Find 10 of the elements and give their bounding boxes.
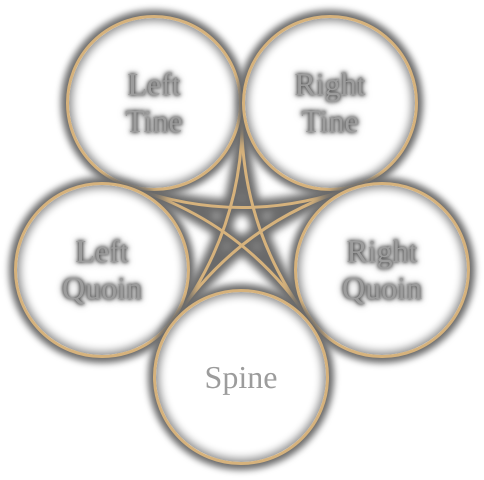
circle-node bbox=[66, 15, 242, 191]
circle-node bbox=[242, 15, 418, 191]
circle-label: Right Quoin bbox=[342, 233, 422, 307]
circle-node bbox=[294, 182, 470, 358]
circle-label: Left Tine bbox=[125, 66, 183, 140]
circle-label: Left Quoin bbox=[62, 233, 142, 307]
circle-label: Right Tine bbox=[294, 66, 366, 140]
circle-label: Spine bbox=[204, 358, 278, 396]
circle-node bbox=[153, 289, 329, 465]
circle-node bbox=[14, 182, 190, 358]
